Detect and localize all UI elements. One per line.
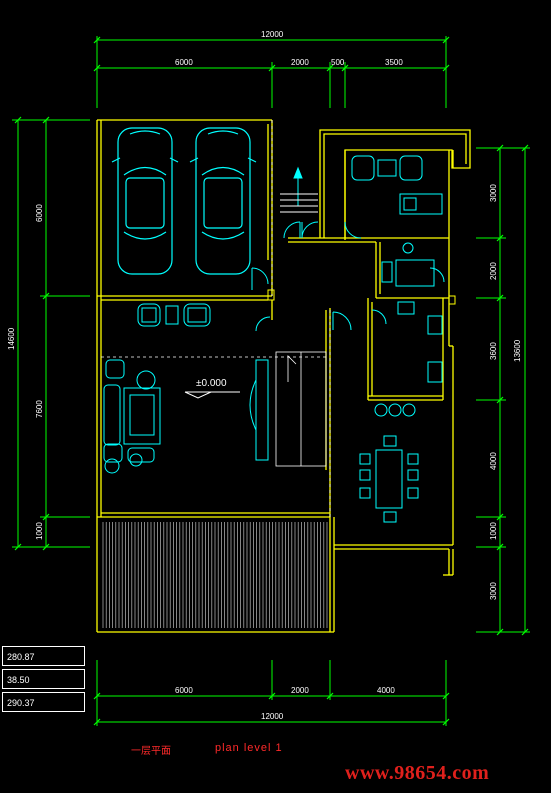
doors [251,221,445,332]
study-furniture-icon [351,155,443,215]
caption-chinese: 一层平面 [131,746,171,757]
dim-bottom-total: 12000 [261,712,284,721]
kitchen-fixtures-icon [374,315,443,417]
dim-right-seg-4: 4000 [489,452,498,470]
dim-top-seg-1: 6000 [175,58,193,67]
dashed-lines [101,120,331,517]
dim-top-seg-4: 3500 [385,58,403,67]
dim-right-seg-2: 2000 [489,262,498,280]
dim-left-seg-2: 7600 [35,400,44,418]
dimension-lines [12,36,530,726]
dim-bottom-seg-3: 4000 [377,686,395,695]
dim-bottom-seg-2: 2000 [291,686,309,695]
dim-bottom-seg-1: 6000 [175,686,193,695]
caption-english: plan level 1 [215,742,283,754]
dim-left-total: 14600 [7,327,16,350]
dim-top-total: 12000 [261,30,284,39]
watermark-text: www.98654.com [345,762,490,784]
area-table-row-1: 280.87 [2,646,85,666]
dim-right-seg-1: 3000 [489,184,498,202]
tv-cabinet-icon [249,359,269,461]
terrace-decking: document.currentScript.parentNode; [102,522,328,628]
area-table-row-3: 290.37 [2,692,85,712]
dim-left-seg-1: 6000 [35,204,44,222]
level-marker: ±0.000 [184,378,240,399]
sofa-set-icon [103,359,161,474]
dim-top-seg-3: 500 [331,58,345,67]
dim-right-seg-3: 3600 [489,342,498,360]
entrance-arrow [280,166,318,213]
bathroom-fixtures-icon [381,242,435,315]
level-mark-text: ±0.000 [196,378,227,389]
window-markers [267,289,456,305]
dim-right-seg-6: 3000 [489,582,498,600]
dining-table-icon [359,435,419,523]
car-icon [189,127,257,275]
dim-top-seg-2: 2000 [291,58,309,67]
car-icon [111,127,179,275]
walls [96,119,471,633]
staircase [275,351,327,467]
dim-left-seg-3: 1000 [35,522,44,540]
armchair-icon [137,303,211,327]
area-table-row-2: 38.50 [2,669,85,689]
dim-right-total: 13600 [513,339,522,362]
dim-right-seg-5: 1000 [489,522,498,540]
dimension-ticks [14,36,529,726]
